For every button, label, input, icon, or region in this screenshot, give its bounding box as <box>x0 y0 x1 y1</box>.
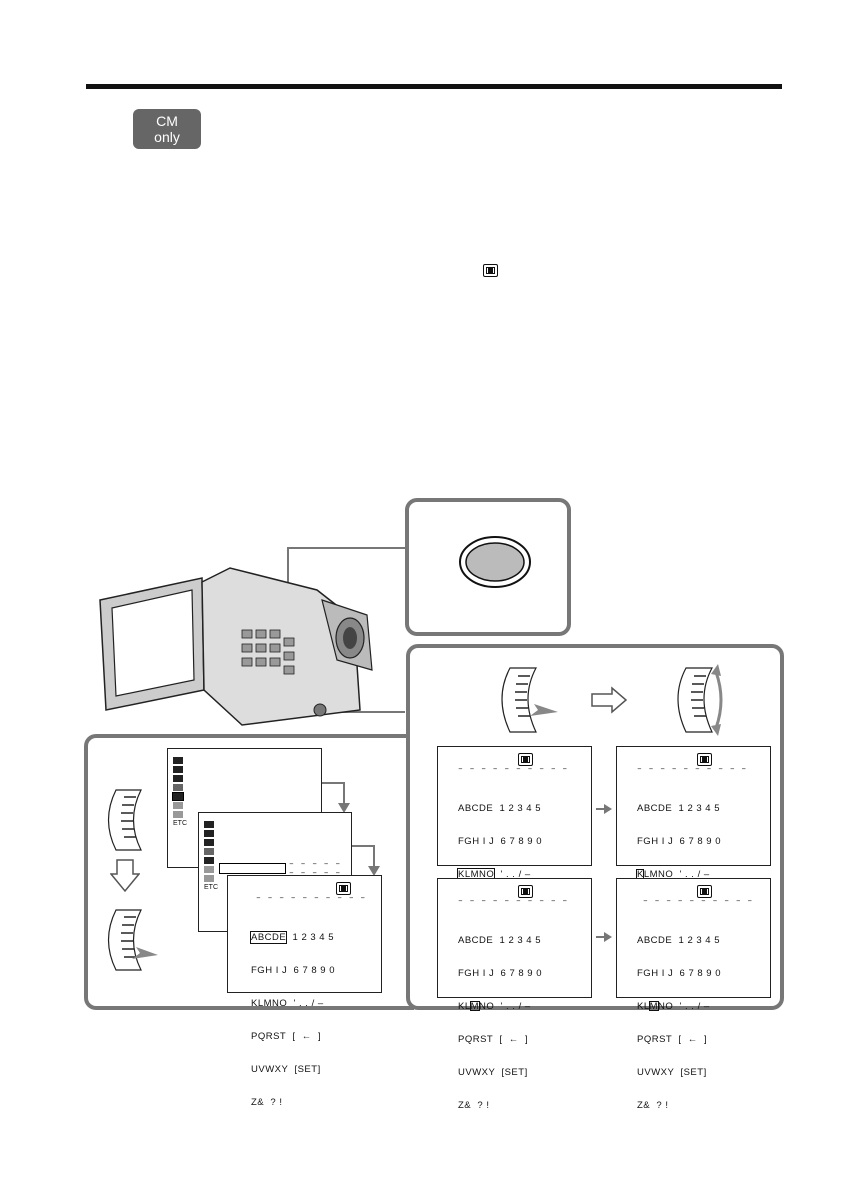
char-row-left[interactable]: UVWXY <box>637 1067 675 1078</box>
arrow-right-icon <box>591 686 628 714</box>
char-cursor <box>649 1001 659 1011</box>
char-row-left[interactable]: ABCDE <box>458 935 494 946</box>
char-row-right[interactable]: 6 7 8 9 0 <box>679 968 721 979</box>
char-row-left[interactable]: Z& ? ! <box>637 1100 669 1111</box>
char-row-left[interactable]: PQRST <box>458 1034 494 1045</box>
char-row-left[interactable]: PQRST <box>251 1031 287 1042</box>
char-row-left[interactable]: KLMNO <box>637 1001 674 1012</box>
char-row-left[interactable]: KLMNO <box>456 868 496 881</box>
char-row-left[interactable]: FGH I J <box>637 968 674 979</box>
etc-label-2: ETC <box>204 884 218 891</box>
button-panel <box>405 498 571 636</box>
badge-line2: only <box>154 129 180 145</box>
cassette-memory-icon <box>518 885 533 898</box>
title-dashes: – – – – – – – – – – <box>458 765 569 774</box>
char-row-right[interactable]: [SET] <box>680 1067 707 1078</box>
top-rule <box>86 84 782 89</box>
char-row-right[interactable]: ' . . / – <box>500 1001 531 1012</box>
char-row-right[interactable]: ' . . / – <box>293 998 324 1009</box>
arrow-small-icon <box>596 932 612 942</box>
title-dashes: – – – – – – – – – – <box>256 894 367 903</box>
char-row-left[interactable]: Z& ? ! <box>458 1100 490 1111</box>
dial-icon-press-2 <box>501 667 558 733</box>
char-row-left[interactable]: KLMNO <box>251 998 288 1009</box>
char-cursor <box>470 1001 480 1011</box>
char-row-left[interactable]: ABCDE <box>458 803 494 814</box>
title-dashes: – – – – – – – – – – <box>458 897 569 906</box>
arrow-icon <box>110 859 140 893</box>
char-row-left[interactable]: FGH I J <box>458 836 495 847</box>
char-row-left[interactable]: KLMNO <box>637 869 674 880</box>
title-screen-d: – – – – – – – – – – ABCDE 1 2 3 4 5 FGH … <box>616 878 771 1111</box>
menu-arrow-1 <box>322 782 350 813</box>
badge-line1: CM <box>156 113 178 129</box>
etc-label: ETC <box>173 820 187 827</box>
char-row-right[interactable]: 6 7 8 9 0 <box>500 836 542 847</box>
char-row-left[interactable]: UVWXY <box>251 1064 289 1075</box>
cassette-memory-icon <box>518 753 533 766</box>
title-dashes: – – – – – – – – – – <box>643 897 754 906</box>
char-row-left[interactable]: ABCDE <box>637 803 673 814</box>
char-row-right[interactable]: [ ← ] <box>292 1031 322 1042</box>
char-row-left[interactable]: FGH I J <box>251 965 288 976</box>
title-screen-main: – – – – – – – – – – ABCDE 1 2 3 4 5 FGH … <box>227 875 382 1108</box>
cassette-memory-icon <box>483 264 498 282</box>
camcorder-icon <box>99 567 373 726</box>
char-row-left[interactable]: ABCDE <box>249 931 288 944</box>
title-screen-c: – – – – – – – – – – ABCDE 1 2 3 4 5 FGH … <box>437 878 592 1111</box>
char-row-right[interactable]: ' . . / – <box>679 1001 710 1012</box>
menu-highlight <box>219 863 286 874</box>
arrow-small-icon <box>596 804 612 814</box>
char-grid: ABCDE 1 2 3 4 5 FGH I J 6 7 8 9 0 KLMNO … <box>249 910 335 1130</box>
dial-icon <box>107 789 142 851</box>
char-row-right[interactable]: 6 7 8 9 0 <box>293 965 335 976</box>
char-row-left[interactable]: UVWXY <box>458 1067 496 1078</box>
title-screen-b: – – – – – – – – – – ABCDE 1 2 3 4 5 FGH … <box>616 746 771 979</box>
char-row-right[interactable]: [ ← ] <box>499 1034 529 1045</box>
char-row-left[interactable]: KLMNO <box>458 1001 495 1012</box>
cassette-memory-icon <box>336 882 351 895</box>
title-screen-a: – – – – – – – – – – ABCDE 1 2 3 4 5 FGH … <box>437 746 592 979</box>
button-icon <box>459 536 531 588</box>
cm-only-badge: CM only <box>133 109 201 149</box>
char-row-left[interactable]: ABCDE <box>637 935 673 946</box>
char-row-right[interactable]: [SET] <box>501 1067 528 1078</box>
char-row-right[interactable]: 1 2 3 4 5 <box>678 803 720 814</box>
char-grid: ABCDE 1 2 3 4 5 FGH I J 6 7 8 9 0 KLMNO … <box>458 913 542 1133</box>
char-row-right[interactable]: 1 2 3 4 5 <box>499 803 541 814</box>
char-row-right[interactable]: [SET] <box>294 1064 321 1075</box>
char-row-left[interactable]: FGH I J <box>637 836 674 847</box>
char-row-right[interactable]: [ ← ] <box>678 1034 708 1045</box>
cassette-memory-icon <box>697 753 712 766</box>
cassette-memory-icon <box>697 885 712 898</box>
char-row-right[interactable]: 6 7 8 9 0 <box>679 836 721 847</box>
char-row-right[interactable]: 1 2 3 4 5 <box>292 932 334 943</box>
dial-icon-press <box>107 909 158 971</box>
char-row-right[interactable]: 6 7 8 9 0 <box>500 968 542 979</box>
dial-icon-turn <box>677 664 723 736</box>
char-row-left[interactable]: Z& ? ! <box>251 1097 283 1108</box>
menu-dashes: – – – – – – – – – – <box>289 860 342 878</box>
char-row-right[interactable]: ' . . / – <box>679 869 710 880</box>
char-row-left[interactable]: PQRST <box>637 1034 673 1045</box>
char-row-right[interactable]: ' . . / – <box>500 869 531 880</box>
char-grid: ABCDE 1 2 3 4 5 FGH I J 6 7 8 9 0 KLMNO … <box>637 913 721 1133</box>
char-row-right[interactable]: 1 2 3 4 5 <box>499 935 541 946</box>
title-dashes: – – – – – – – – – – <box>637 765 748 774</box>
menu-arrow-2 <box>352 845 380 876</box>
char-row-left[interactable]: FGH I J <box>458 968 495 979</box>
char-row-right[interactable]: 1 2 3 4 5 <box>678 935 720 946</box>
